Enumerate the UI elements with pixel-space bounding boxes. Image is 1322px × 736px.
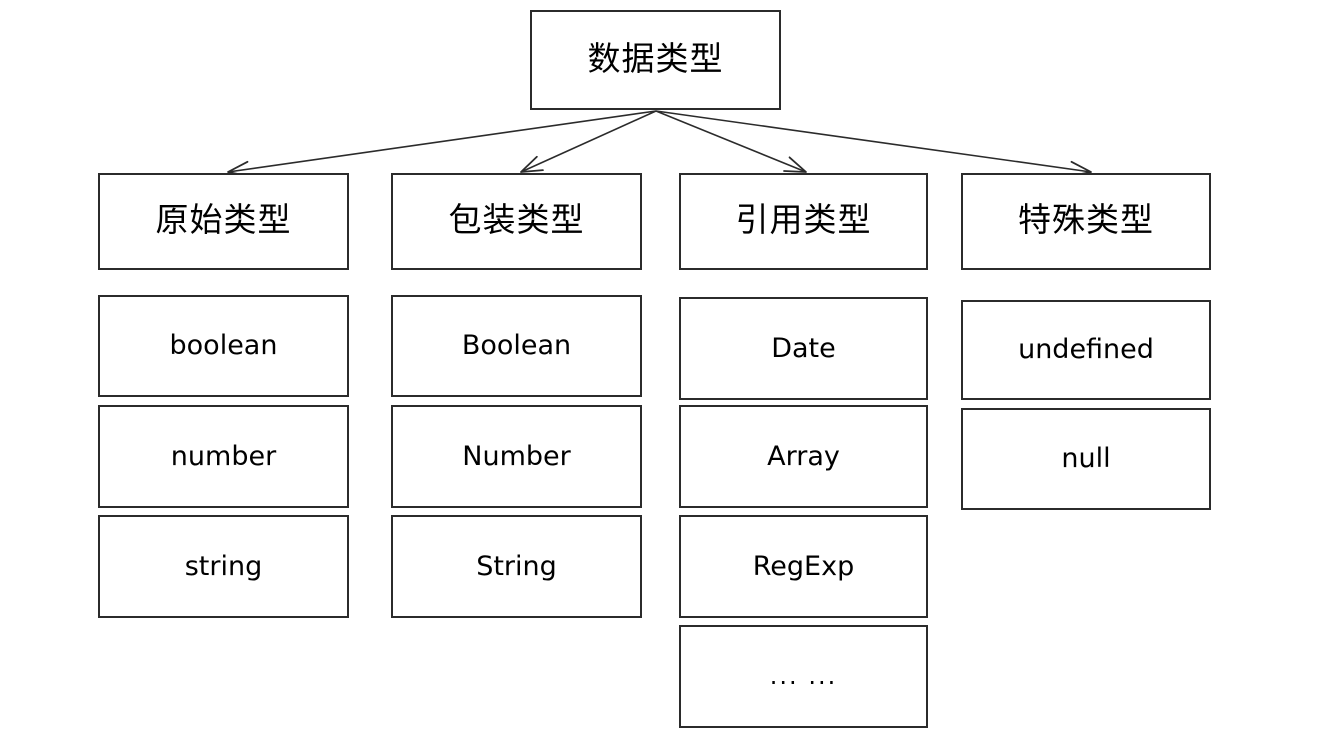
edge-root-to-category-2 [520,110,657,173]
leaf-node-4-2[interactable]: null [961,408,1211,510]
leaf-node-3-4[interactable]: ... ... [679,625,928,728]
leaf-node-label: Boolean [461,330,572,362]
leaf-node-label: Date [771,332,836,364]
leaf-node-label: number [170,440,277,472]
leaf-node-label: string [184,550,263,582]
leaf-node-3-1[interactable]: Date [679,297,928,400]
edge-root-to-category-4 [655,110,1092,178]
leaf-node-label: Number [462,440,571,472]
category-node-3[interactable]: 引用类型 [679,173,928,270]
leaf-node-3-2[interactable]: Array [679,405,928,508]
leaf-node-3-3[interactable]: RegExp [679,515,928,618]
leaf-node-label: boolean [169,330,278,362]
leaf-node-4-1[interactable]: undefined [961,300,1211,400]
category-node-4[interactable]: 特殊类型 [961,173,1211,270]
leaf-node-label: ... ... [769,662,838,691]
leaf-node-1-3[interactable]: string [98,515,349,618]
leaf-node-2-3[interactable]: String [391,515,642,618]
edge-root-to-category-3 [655,110,807,173]
category-node-1[interactable]: 原始类型 [98,173,349,270]
category-node-label: 原始类型 [155,203,292,240]
root-node-label: 数据类型 [587,41,724,78]
leaf-node-2-1[interactable]: Boolean [391,295,642,397]
category-node-2[interactable]: 包装类型 [391,173,642,270]
leaf-node-2-2[interactable]: Number [391,405,642,508]
leaf-node-label: null [1061,443,1111,475]
category-node-label: 包装类型 [448,203,585,240]
leaf-node-label: String [476,550,557,582]
leaf-node-1-2[interactable]: number [98,405,349,508]
leaf-node-label: RegExp [752,550,855,582]
category-node-label: 引用类型 [735,203,872,240]
root-node-data-types[interactable]: 数据类型 [530,10,781,110]
category-node-label: 特殊类型 [1018,203,1154,240]
leaf-node-label: Array [767,440,840,472]
leaf-node-1-1[interactable]: boolean [98,295,349,397]
edge-root-to-category-1 [227,110,657,178]
leaf-node-label: undefined [1018,334,1154,366]
